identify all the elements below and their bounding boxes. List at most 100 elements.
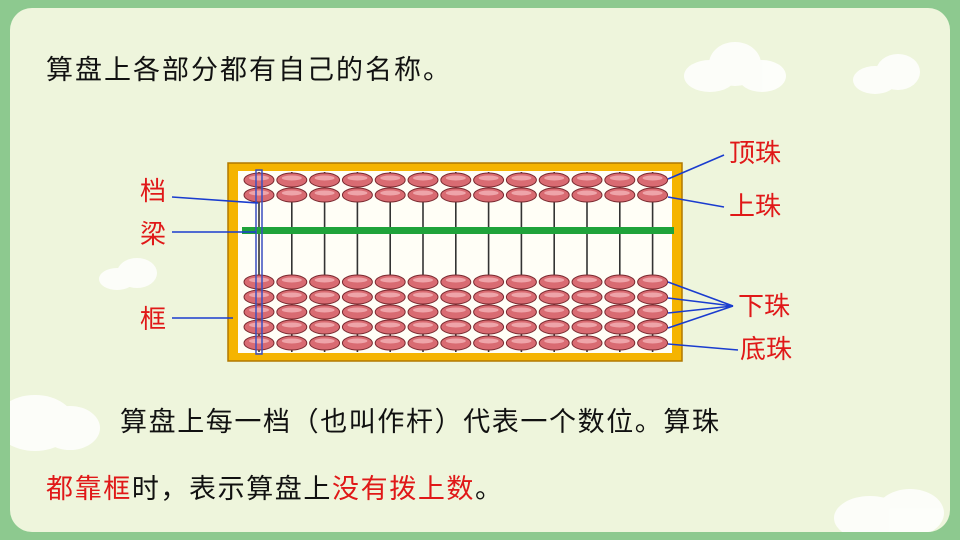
bead-highlight (511, 190, 532, 196)
bead-highlight (577, 292, 597, 298)
bead-highlight (281, 307, 302, 313)
bead-highlight (347, 307, 368, 313)
bead-highlight (642, 292, 663, 298)
bead-highlight (609, 190, 630, 196)
bead-highlight (314, 292, 335, 298)
bead-highlight (347, 338, 368, 344)
bead-highlight (249, 307, 269, 313)
bead-highlight (478, 190, 499, 196)
cloud-decoration (10, 395, 100, 451)
bead-highlight (577, 175, 597, 181)
bead-highlight (511, 338, 532, 344)
paragraph-text: 时，表示算盘上 (131, 474, 333, 505)
bead-highlight (445, 338, 466, 344)
paragraph-line-1: 算盘上每一档（也叫作杆）代表一个数位。算珠 (120, 407, 721, 438)
bead-highlight (478, 322, 499, 328)
bead-highlight (380, 307, 401, 313)
cloud-decoration (853, 54, 920, 94)
bead-highlight (347, 190, 368, 196)
bead-highlight (413, 190, 433, 196)
bead-highlight (609, 175, 630, 181)
highlight-text: 没有拨上数 (332, 474, 476, 505)
heading: 算盘上各部分都有自己的名称。 (46, 55, 452, 86)
bead-highlight (413, 292, 433, 298)
first-rod-highlight (255, 169, 263, 355)
bead-highlight (445, 190, 466, 196)
bead-highlight (478, 292, 499, 298)
bead-highlight (642, 322, 663, 328)
abacus-beam (242, 227, 674, 234)
bead-highlight (249, 338, 269, 344)
bead-highlight (478, 307, 499, 313)
bead-highlight (380, 292, 401, 298)
bead-highlight (544, 190, 565, 196)
cloud-decoration (99, 258, 157, 290)
bead-highlight (445, 307, 466, 313)
bead-highlight (511, 277, 532, 283)
bead-highlight (544, 292, 565, 298)
bead-highlight (511, 322, 532, 328)
bead-highlight (642, 190, 663, 196)
bead-highlight (249, 322, 269, 328)
pointer-lower-bead-4 (667, 305, 734, 329)
bead-highlight (281, 322, 302, 328)
bead-highlight (380, 190, 401, 196)
bead-highlight (249, 277, 269, 283)
bead-highlight (544, 338, 565, 344)
bead-highlight (281, 190, 302, 196)
bead-highlight (445, 292, 466, 298)
bead-highlight (380, 322, 401, 328)
bead-highlight (347, 292, 368, 298)
paragraph-line-2: 都靠框时，表示算盘上没有拨上数。 (46, 467, 504, 506)
label-frame: 框 (140, 305, 167, 335)
bead-highlight (642, 175, 663, 181)
pointer-bottom-bead (667, 343, 739, 351)
bead-highlight (413, 338, 433, 344)
bead-highlight (347, 277, 368, 283)
bead-highlight (511, 292, 532, 298)
label-beam: 梁 (140, 220, 167, 250)
pointer-rod (171, 196, 259, 204)
pointer-lower-bead-2 (667, 297, 734, 307)
bead-highlight (347, 175, 368, 181)
bead-highlight (281, 338, 302, 344)
label-rod: 档 (140, 177, 167, 207)
pointer-lower-bead-1 (667, 281, 734, 307)
label-bottom-bead: 底珠 (740, 335, 793, 365)
bead-highlight (577, 277, 597, 283)
highlight-text: 都靠框 (46, 474, 132, 505)
bead-highlight (249, 292, 269, 298)
bead-highlight (281, 175, 302, 181)
bead-highlight (577, 307, 597, 313)
bead-highlight (577, 190, 597, 196)
bead-highlight (544, 322, 565, 328)
bead-highlight (445, 322, 466, 328)
bead-highlight (445, 175, 466, 181)
pointer-lower-bead-3 (667, 305, 734, 314)
bead-highlight (380, 338, 401, 344)
bead-highlight (380, 277, 401, 283)
bead-highlight (413, 277, 433, 283)
paragraph-text: 。 (475, 474, 504, 505)
bead-highlight (577, 322, 597, 328)
bead-highlight (314, 307, 335, 313)
bead-highlight (281, 277, 302, 283)
cloud-decoration (834, 489, 944, 532)
pointer-upper-bead (667, 196, 725, 208)
bead-highlight (413, 307, 433, 313)
bead-highlight (249, 175, 269, 181)
bead-highlight (544, 307, 565, 313)
cloud-decoration (684, 42, 786, 92)
bead-highlight (413, 322, 433, 328)
bead-highlight (609, 338, 630, 344)
bead-highlight (609, 322, 630, 328)
bead-highlight (314, 175, 335, 181)
bead-highlight (249, 190, 269, 196)
bead-highlight (544, 175, 565, 181)
bead-highlight (478, 175, 499, 181)
bead-highlight (314, 338, 335, 344)
bead-highlight (642, 307, 663, 313)
bead-highlight (478, 277, 499, 283)
bead-highlight (314, 322, 335, 328)
bead-highlight (544, 277, 565, 283)
